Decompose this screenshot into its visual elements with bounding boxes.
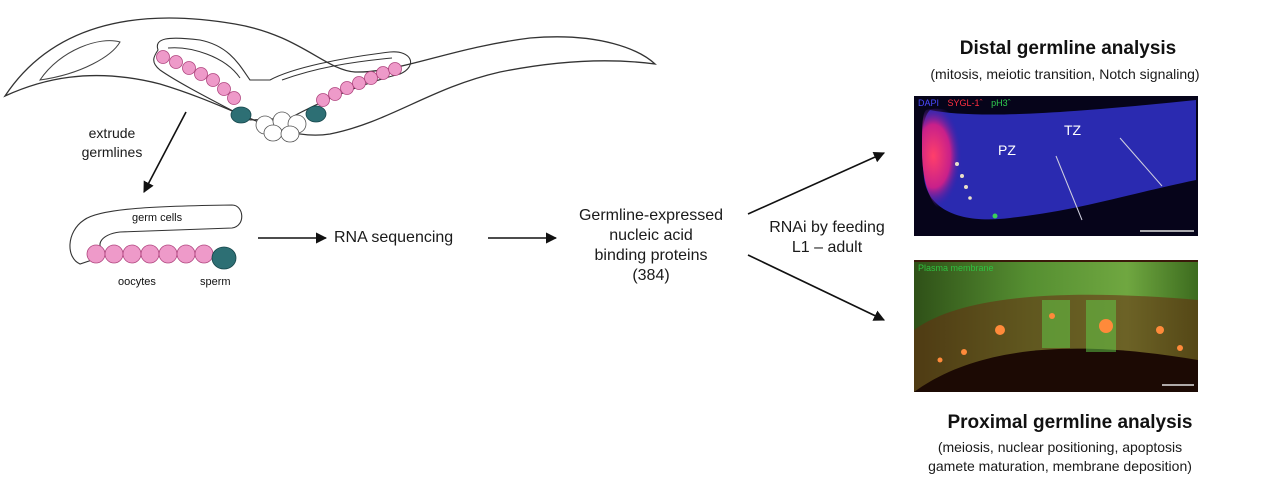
germ-cells-label: germ cells	[132, 212, 183, 224]
proteins-line3: binding proteins	[594, 247, 708, 264]
rnai-label: RNAi by feeding L1 – adult	[754, 218, 900, 258]
worm-illustration	[3, 17, 657, 143]
proteins-line2: nucleic acid	[609, 227, 693, 244]
sperm-label: sperm	[200, 276, 231, 288]
tz-label: TZ	[1064, 122, 1082, 138]
proximal-stain-legend: Plasma membrane	[918, 263, 994, 273]
proteins-line4: (384)	[632, 267, 670, 284]
stain-sygl: SYGL-1ˆ	[947, 98, 983, 108]
extruded-germline	[69, 204, 243, 270]
extrude-label-line2: germlines	[81, 144, 143, 160]
arrow-extrude	[143, 111, 187, 193]
pz-label: PZ	[998, 142, 1016, 158]
extrude-label: extrude germlines	[62, 124, 162, 162]
arrow-to-distal	[747, 152, 886, 215]
distal-stain-legend: DAPI SYGL-1ˆ pH3ˆ	[918, 98, 1011, 108]
distal-micrograph	[914, 96, 1198, 236]
rnai-line1: RNAi by feeding	[769, 219, 885, 236]
proximal-micrograph	[914, 260, 1198, 392]
proximal-subtitle-line2: gamete maturation, membrane deposition)	[928, 458, 1192, 474]
proximal-title: Proximal germline analysis	[947, 412, 1193, 433]
distal-title: Distal germline analysis	[959, 38, 1177, 59]
proteins-label: Germline-expressed nucleic acid binding …	[556, 206, 746, 286]
stain-dapi: DAPI	[918, 98, 940, 108]
rna-sequencing-label: RNA sequencing	[334, 229, 454, 246]
proximal-subtitle: (meiosis, nuclear positioning, apoptosis…	[840, 438, 1280, 476]
proteins-line1: Germline-expressed	[578, 207, 724, 224]
distal-subtitle: (mitosis, meiotic transition, Notch sign…	[930, 66, 1200, 82]
rnai-line2: L1 – adult	[791, 239, 863, 256]
oocytes-label: oocytes	[118, 276, 156, 288]
proximal-subtitle-line1: (meiosis, nuclear positioning, apoptosis	[937, 439, 1183, 455]
arrow-to-proximal	[747, 254, 886, 321]
stain-ph3: pH3ˆ	[991, 98, 1011, 108]
extrude-label-line1: extrude	[88, 125, 136, 141]
